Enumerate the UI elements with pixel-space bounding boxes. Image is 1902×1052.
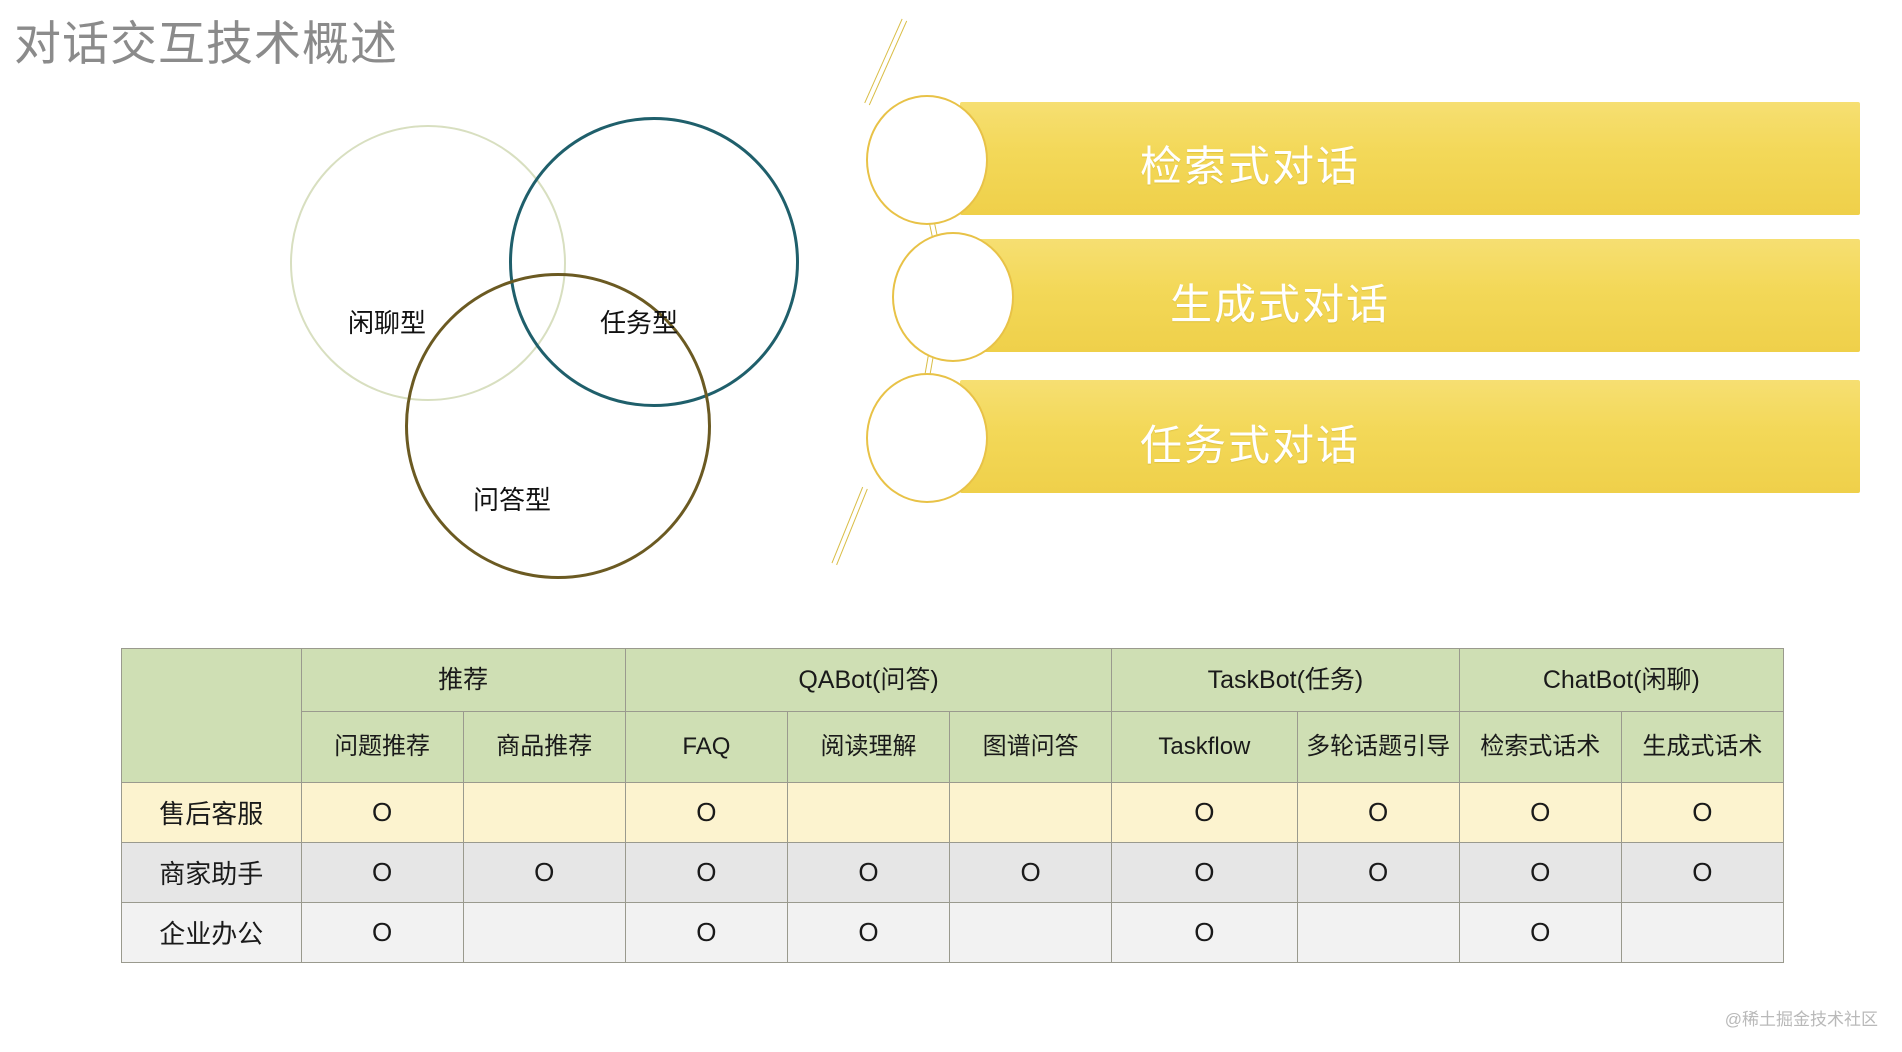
flow-bar-retrieval[interactable] xyxy=(960,102,1860,215)
table-group-recommend: 推荐 xyxy=(300,648,626,712)
cell-0-2: O xyxy=(624,782,788,843)
cell-0-5: O xyxy=(1111,782,1298,843)
cell-1-5: O xyxy=(1111,842,1298,903)
row-label-aftersales: 售后客服 xyxy=(121,782,302,843)
cell-1-8: O xyxy=(1620,842,1785,903)
venn-diagram: 闲聊型 任务型 问答型 xyxy=(260,95,890,579)
table-subheader-faq: FAQ xyxy=(624,711,788,783)
table-group-taskbot: TaskBot(任务) xyxy=(1111,648,1460,712)
table-row: 商家助手 O O O O O O O O O xyxy=(121,842,1785,903)
cell-0-0: O xyxy=(300,782,464,843)
table-subheader-taskflow: Taskflow xyxy=(1111,711,1298,783)
table-subheader-generative-script: 生成式话术 xyxy=(1620,711,1785,783)
cell-1-3: O xyxy=(786,842,951,903)
row-label-merchant: 商家助手 xyxy=(121,842,302,903)
dialogue-type-flow: 检索式对话 生成式对话 任务式对话 xyxy=(831,18,1900,566)
flow-bar-label-retrieval: 检索式对话 xyxy=(1140,143,1361,190)
table-subheader-row: 问题推荐 商品推荐 FAQ 阅读理解 图谱问答 Taskflow 多轮话题引导 … xyxy=(122,711,1785,783)
watermark: @稀土掘金技术社区 xyxy=(1724,1010,1878,1029)
flow-node-circle-2 xyxy=(892,232,1014,362)
venn-label-task: 任务型 xyxy=(600,308,679,338)
cell-1-6: O xyxy=(1296,842,1460,903)
cell-0-8: O xyxy=(1620,782,1785,843)
cell-2-5: O xyxy=(1111,902,1298,963)
cell-1-7: O xyxy=(1458,842,1622,903)
venn-label-qa: 问答型 xyxy=(473,485,552,515)
cell-1-2: O xyxy=(624,842,788,903)
flow-bar-label-task: 任务式对话 xyxy=(1140,422,1361,469)
table-subheader-multiturn: 多轮话题引导 xyxy=(1296,711,1460,783)
connector-line-top xyxy=(864,18,908,106)
flow-bar-generative[interactable] xyxy=(960,239,1860,352)
table-subheader-question-rec: 问题推荐 xyxy=(300,711,464,783)
cell-2-1 xyxy=(462,902,626,963)
table-row: 售后客服 O O O O O O xyxy=(121,782,1785,843)
flow-bar-task[interactable] xyxy=(960,380,1860,493)
cell-0-3 xyxy=(786,782,951,843)
capability-matrix-table: 推荐 QABot(问答) TaskBot(任务) ChatBot(闲聊) 问题推… xyxy=(121,648,1785,963)
venn-label-chat: 闲聊型 xyxy=(348,308,427,338)
table-subheader-product-rec: 商品推荐 xyxy=(462,711,626,783)
cell-0-6: O xyxy=(1296,782,1460,843)
cell-0-1 xyxy=(462,782,626,843)
flow-bar-label-generative: 生成式对话 xyxy=(1170,281,1391,328)
cell-2-3: O xyxy=(786,902,951,963)
flow-node-circle-3 xyxy=(866,373,988,503)
table-subheader-kg-qa: 图谱问答 xyxy=(949,711,1113,783)
table-row: 企业办公 O O O O O xyxy=(121,902,1785,963)
cell-0-4 xyxy=(949,782,1113,843)
table-group-chatbot: ChatBot(闲聊) xyxy=(1458,648,1785,712)
cell-1-1: O xyxy=(462,842,626,903)
table-body: 售后客服 O O O O O O 商家助手 O O O O O O O O O … xyxy=(121,782,1785,963)
cell-0-7: O xyxy=(1458,782,1622,843)
row-label-enterprise: 企业办公 xyxy=(121,902,302,963)
flow-node-circle-1 xyxy=(866,95,988,225)
page-title: 对话交互技术概述 xyxy=(14,17,398,70)
cell-1-0: O xyxy=(300,842,464,903)
cell-2-4 xyxy=(949,902,1113,963)
cell-2-7: O xyxy=(1458,902,1622,963)
cell-2-8 xyxy=(1620,902,1785,963)
table-group-qabot: QABot(问答) xyxy=(624,648,1113,712)
cell-2-6 xyxy=(1296,902,1460,963)
venn-circle-qa xyxy=(405,273,711,579)
cell-1-4: O xyxy=(949,842,1113,903)
table-subheader-reading-comp: 阅读理解 xyxy=(786,711,951,783)
table-subheader-retrieval-script: 检索式话术 xyxy=(1458,711,1622,783)
cell-2-2: O xyxy=(624,902,788,963)
table-corner-cell xyxy=(121,648,302,783)
cell-2-0: O xyxy=(300,902,464,963)
table-header: 推荐 QABot(问答) TaskBot(任务) ChatBot(闲聊) 问题推… xyxy=(121,648,1785,783)
table-group-header-row: 推荐 QABot(问答) TaskBot(任务) ChatBot(闲聊) xyxy=(121,648,1785,783)
